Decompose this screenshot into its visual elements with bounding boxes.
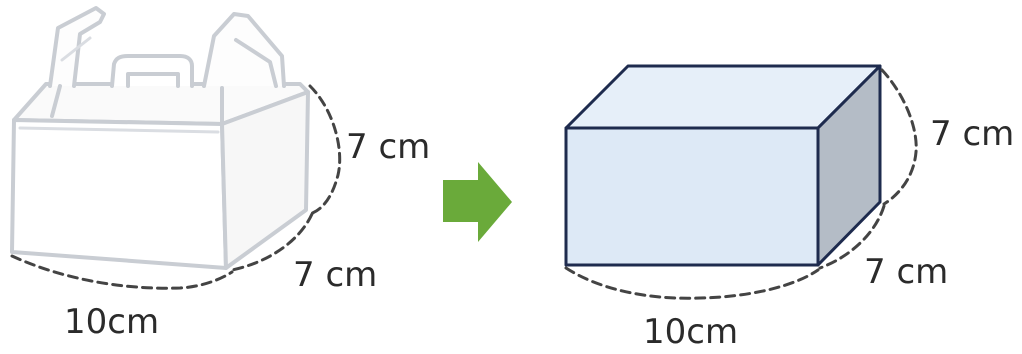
left-dimension-lines [10,84,342,290]
left-width-dash [10,254,234,290]
right-width-label: 10cm [643,312,739,352]
left-width-label: 10cm [64,302,160,342]
right-height-dash [880,68,918,206]
left-depth-label: 7 cm [293,255,378,295]
right-width-dash [564,266,820,300]
right-arrow-icon [443,162,512,242]
right-depth-label: 7 cm [864,252,949,292]
left-height-dash [308,84,342,216]
left-height-label: 7 cm [346,127,431,167]
right-dimension-lines [564,68,918,300]
left-depth-dash [230,212,314,272]
prism-front-face [564,126,820,267]
right-height-label: 7 cm [930,114,1015,154]
cake-box-illustration [10,6,310,270]
right-depth-dash [818,204,886,270]
rectangular-prism [564,64,882,267]
